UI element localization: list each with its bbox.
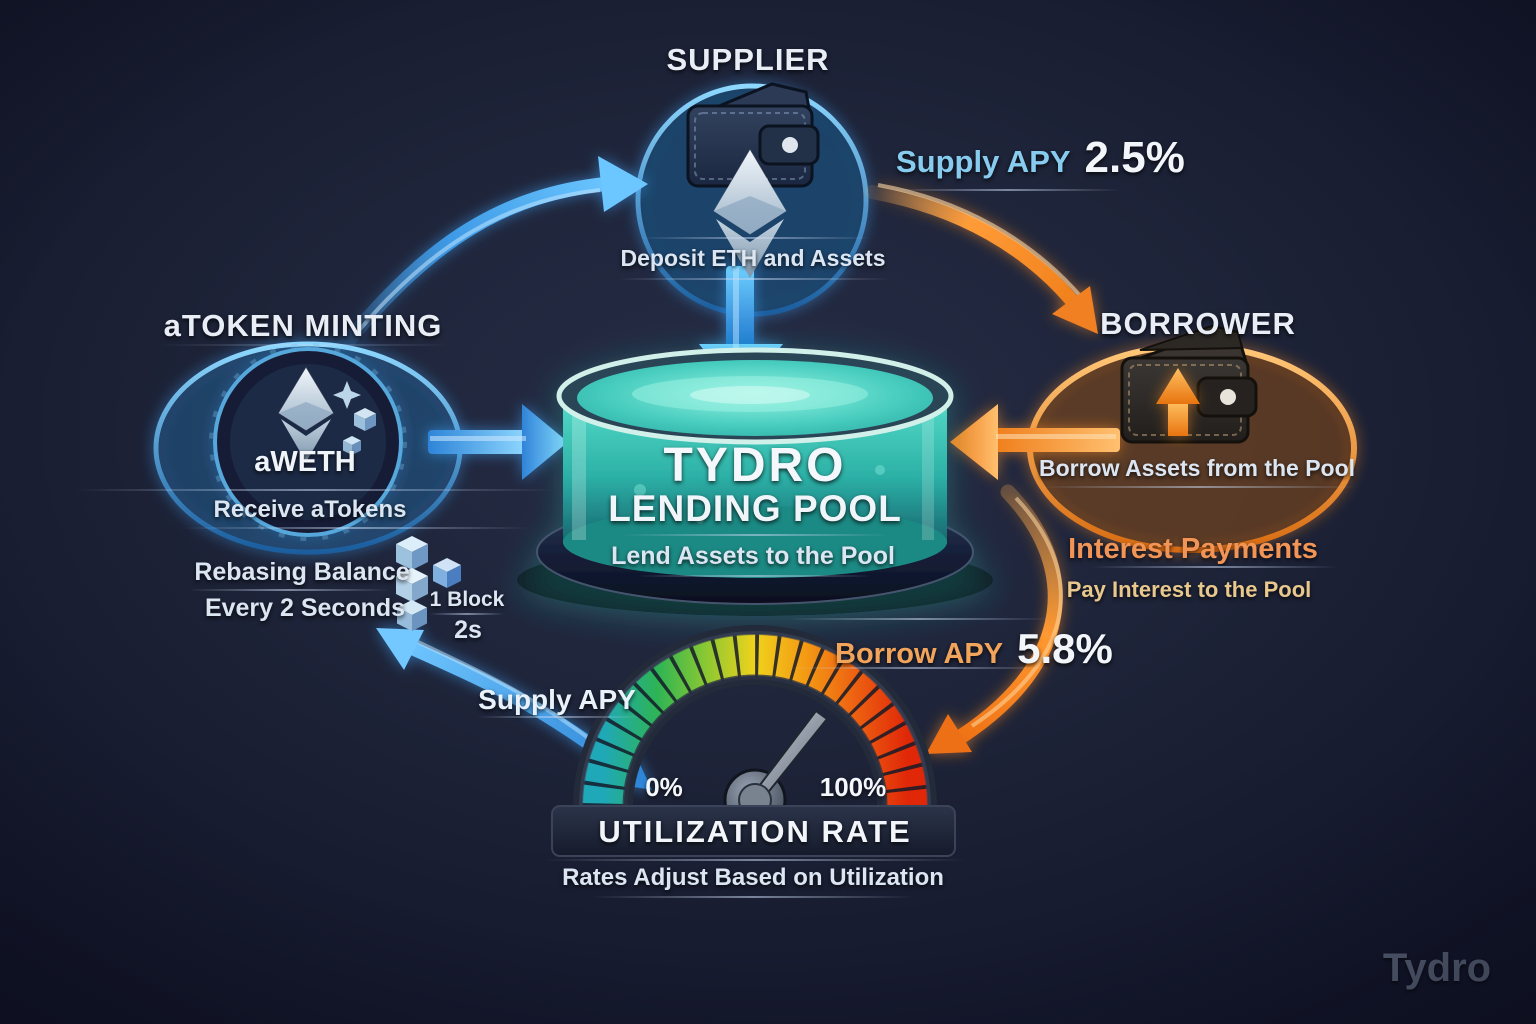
- supply-to-borrower-arrow: [865, 183, 1098, 334]
- separator: [788, 618, 1050, 620]
- separator: [545, 859, 965, 861]
- aweth-eth-icon: [278, 367, 334, 462]
- separator: [478, 716, 642, 718]
- borrow-up-arrow-icon: [1156, 368, 1200, 436]
- supply-apy-top-value: 2.5%: [1084, 133, 1185, 182]
- interest-title: Interest Payments: [1068, 533, 1318, 565]
- separator: [182, 527, 530, 529]
- borrow-apy-label: Borrow APY: [835, 638, 1004, 670]
- gauge-max-label: 100%: [819, 772, 887, 802]
- supply-apy-top: Supply APY 2.5%: [896, 133, 1185, 183]
- supply-apy-top-label: Supply APY: [896, 144, 1071, 179]
- separator: [592, 896, 914, 898]
- utilization-gauge: [573, 625, 937, 832]
- separator: [430, 613, 504, 615]
- separator: [188, 589, 390, 591]
- interest-to-pool-arrow: [926, 484, 1063, 754]
- mint-to-supplier-arrow: [338, 156, 648, 352]
- borrow-apy: Borrow APY 5.8%: [835, 625, 1113, 673]
- supplier-caption: Deposit ETH and Assets: [620, 245, 886, 271]
- mint-sparkles-icon: [333, 381, 376, 455]
- supplier-wallet-icon: [686, 82, 820, 188]
- separator: [622, 534, 888, 536]
- pool-title-line1: TYDRO: [663, 439, 847, 492]
- rebasing-cubes-icon: [396, 536, 461, 631]
- interest-caption: Pay Interest to the Pool: [1066, 577, 1312, 602]
- separator: [1040, 486, 1358, 488]
- pool-caption: Lend Assets to the Pool: [611, 542, 895, 570]
- gauge-title: UTILIZATION RATE: [598, 814, 912, 849]
- separator: [75, 489, 553, 491]
- separator: [1092, 566, 1338, 568]
- separator: [640, 237, 870, 239]
- eth-icon: [713, 149, 787, 278]
- gauge-caption: Rates Adjust Based on Utilization: [562, 864, 944, 891]
- block-label: 1 Block: [429, 588, 505, 611]
- separator: [788, 667, 1050, 669]
- borrower-caption: Borrow Assets from the Pool: [1038, 455, 1356, 481]
- separator: [618, 278, 890, 280]
- borrow-arrow: [950, 404, 1120, 480]
- atoken-title: aTOKEN MINTING: [163, 308, 443, 343]
- separator: [893, 189, 1121, 191]
- supply-apy-bottom-label: Supply APY: [478, 684, 636, 715]
- mint-arrow: [428, 404, 568, 480]
- supplier-title: SUPPLIER: [666, 42, 830, 77]
- pool-title-line2: LENDING POOL: [608, 488, 902, 529]
- gauge-min-label: 0%: [645, 772, 683, 802]
- pool-cylinder: [517, 347, 993, 616]
- borrower-title: BORROWER: [1100, 306, 1296, 341]
- borrow-apy-value: 5.8%: [1017, 625, 1113, 672]
- separator: [638, 575, 872, 577]
- atoken-caption: Receive aTokens: [213, 496, 407, 523]
- separator: [160, 344, 450, 346]
- utilization-banner: [551, 805, 956, 857]
- borrower-wallet-icon: [1120, 324, 1258, 444]
- rebasing-line1: Rebasing Balance: [194, 558, 410, 586]
- rebasing-line2: Every 2 Seconds: [204, 594, 406, 622]
- aweth-label: aWETH: [254, 446, 356, 478]
- brand-watermark: Tydro: [1382, 946, 1492, 990]
- block-time: 2s: [454, 616, 482, 644]
- block-cube-icon: [433, 558, 461, 588]
